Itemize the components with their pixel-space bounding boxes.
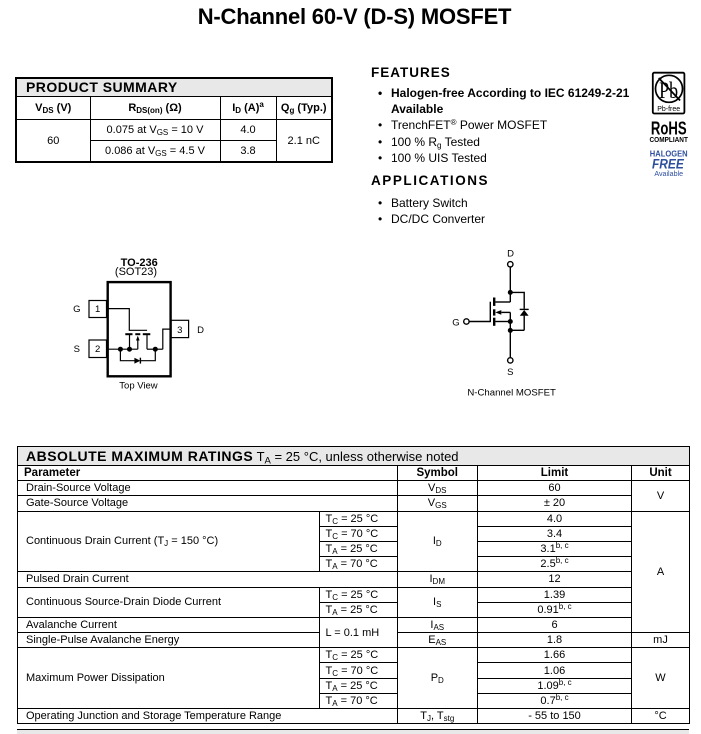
svg-text:Pb-free: Pb-free xyxy=(657,106,680,113)
svg-text:HALOGEN: HALOGEN xyxy=(650,149,688,159)
svg-text:Pb: Pb xyxy=(659,79,678,104)
svg-text:COMPLIANT: COMPLIANT xyxy=(650,136,689,144)
svg-text:G: G xyxy=(73,304,80,315)
svg-text:2: 2 xyxy=(95,344,100,355)
svg-text:Top View: Top View xyxy=(119,380,158,391)
svg-text:Available: Available xyxy=(654,169,683,178)
svg-text:D: D xyxy=(507,249,514,260)
svg-text:S: S xyxy=(507,367,513,378)
svg-text:RoHS: RoHS xyxy=(651,118,687,139)
svg-text:FREE: FREE xyxy=(652,155,685,171)
svg-text:S: S xyxy=(74,344,80,355)
svg-text:1: 1 xyxy=(95,304,100,315)
svg-text:D: D xyxy=(197,325,204,336)
svg-text:G: G xyxy=(452,318,459,329)
svg-text:N-Channel MOSFET: N-Channel MOSFET xyxy=(467,387,556,398)
svg-text:(SOT23): (SOT23) xyxy=(115,266,157,278)
svg-text:3: 3 xyxy=(177,325,182,336)
svg-text:TO-236: TO-236 xyxy=(121,257,158,269)
